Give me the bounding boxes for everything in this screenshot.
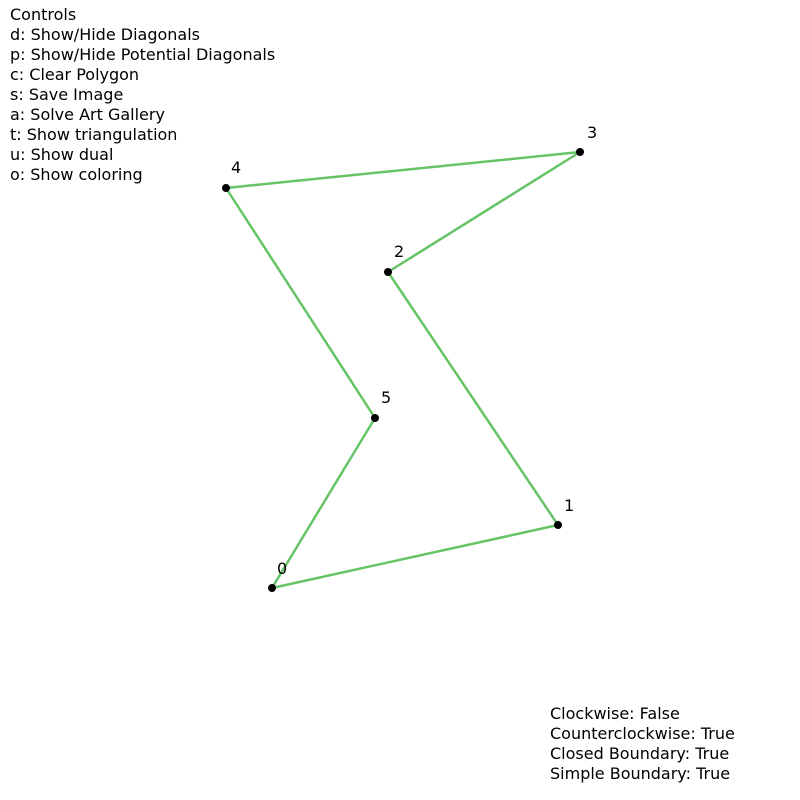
polygon-vertex[interactable]	[371, 414, 379, 422]
polygon-edges	[224, 150, 582, 590]
control-show-dual: u: Show dual	[10, 145, 114, 164]
polygon-edge	[270, 416, 377, 590]
polygon-vertex[interactable]	[384, 268, 392, 276]
polygon-edge	[386, 270, 560, 527]
polygon-vertex[interactable]	[576, 148, 584, 156]
polygon-edge	[386, 150, 582, 274]
control-show-diagonals: d: Show/Hide Diagonals	[10, 25, 200, 44]
status-panel: Clockwise: False Counterclockwise: True …	[550, 704, 735, 784]
polygon-vertex[interactable]	[554, 521, 562, 529]
vertex-label: 4	[231, 158, 241, 177]
vertex-label: 0	[277, 559, 287, 578]
control-clear-polygon: c: Clear Polygon	[10, 65, 140, 84]
controls-panel: Controls d: Show/Hide Diagonals p: Show/…	[10, 5, 275, 185]
control-save-image: s: Save Image	[10, 85, 124, 104]
polygon-vertices	[222, 148, 584, 592]
vertex-label: 2	[394, 242, 404, 261]
vertex-label: 3	[587, 123, 597, 142]
polygon-edge	[224, 150, 582, 190]
polygon-edge	[224, 186, 377, 420]
controls-heading: Controls	[10, 5, 77, 24]
polygon-vertex[interactable]	[222, 184, 230, 192]
status-simple-boundary: Simple Boundary: True	[550, 764, 731, 783]
vertex-label: 1	[564, 496, 574, 515]
control-show-coloring: o: Show coloring	[10, 165, 143, 184]
status-counterclockwise: Counterclockwise: True	[550, 724, 735, 743]
polygon-edge	[270, 523, 560, 590]
control-show-potential-diagonals: p: Show/Hide Potential Diagonals	[10, 45, 276, 64]
polygon-vertex[interactable]	[268, 584, 276, 592]
status-clockwise: Clockwise: False	[550, 704, 680, 723]
polygon-vertex-labels: 0 1 2 3 4 5	[231, 123, 597, 578]
control-show-triangulation: t: Show triangulation	[10, 125, 178, 144]
vertex-label: 5	[381, 388, 391, 407]
control-solve-art-gallery: a: Solve Art Gallery	[10, 105, 165, 124]
status-closed-boundary: Closed Boundary: True	[550, 744, 730, 763]
